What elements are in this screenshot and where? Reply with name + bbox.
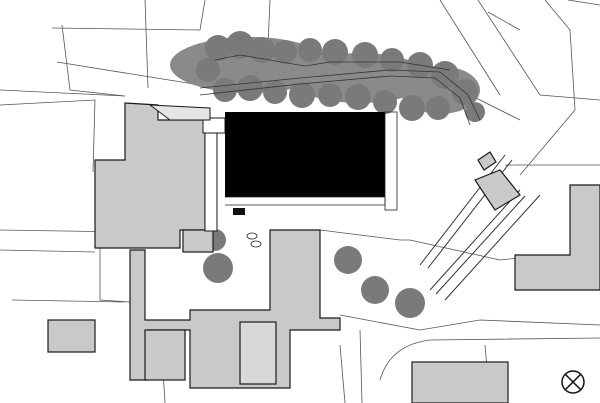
- tree: [465, 102, 485, 122]
- tree: [373, 90, 397, 114]
- building: [144, 329, 186, 381]
- walkway-segment: [148, 104, 211, 121]
- north-circle: [561, 370, 585, 394]
- building: [239, 321, 277, 385]
- parcel-line: [99, 225, 131, 303]
- parcel-line: [51, 0, 206, 31]
- tree: [226, 31, 254, 59]
- rail-line: [435, 195, 526, 295]
- parcel-line: [359, 329, 363, 403]
- tree: [334, 246, 362, 274]
- tree: [205, 35, 231, 61]
- parcel-line: [477, 0, 600, 101]
- building: [47, 319, 96, 353]
- parcel-line: [0, 89, 126, 97]
- parcel-line: [469, 94, 521, 121]
- hall-frame-line: [384, 111, 398, 211]
- tree: [289, 82, 315, 108]
- parcel-line: [519, 0, 576, 176]
- tree: [380, 48, 404, 72]
- building: [474, 169, 521, 211]
- parcel-line: [0, 249, 96, 253]
- walkway: [148, 104, 226, 232]
- footpath: [199, 54, 481, 126]
- tree: [196, 58, 220, 82]
- parking-mark: [246, 232, 258, 240]
- parcel-line: [11, 299, 126, 303]
- main-hall: [225, 111, 398, 215]
- tree: [352, 42, 378, 68]
- tree: [426, 96, 450, 120]
- parcel-line: [567, 0, 600, 6]
- building: [411, 361, 509, 403]
- tree: [203, 253, 233, 283]
- parcel-line: [56, 61, 201, 86]
- building: [477, 151, 497, 171]
- parking-mark: [250, 240, 262, 248]
- tree: [395, 288, 425, 318]
- parcel-line: [267, 0, 271, 46]
- rail-line: [429, 189, 521, 291]
- building: [94, 102, 206, 249]
- tree: [452, 79, 478, 105]
- tree: [273, 40, 297, 64]
- tree: [345, 84, 371, 110]
- tree: [298, 38, 322, 62]
- hall-annex: [233, 208, 245, 215]
- parcel-line: [379, 337, 600, 381]
- tree: [263, 80, 287, 104]
- hall-frame: [225, 111, 398, 211]
- north-cross: [564, 373, 582, 391]
- parcel-line: [339, 344, 346, 403]
- hall-roof: [225, 112, 385, 197]
- parcel-line: [439, 0, 501, 96]
- tree: [213, 78, 237, 102]
- parcel-line: [0, 99, 96, 173]
- walkway-segment: [204, 132, 218, 232]
- parcel-line: [61, 24, 126, 97]
- parcel-line: [487, 11, 521, 31]
- building: [182, 229, 214, 253]
- tree: [249, 37, 275, 63]
- parking-marks: [246, 232, 262, 248]
- tree: [322, 39, 348, 65]
- footpath-line: [214, 54, 451, 71]
- hall-frame-line: [225, 196, 386, 206]
- parcel-line: [319, 229, 410, 241]
- buildings: [47, 102, 600, 403]
- tree: [399, 95, 425, 121]
- rail-line: [444, 194, 541, 301]
- parcel-line: [339, 314, 600, 331]
- footpath-line: [199, 75, 471, 126]
- parcel-line: [144, 0, 149, 89]
- tree: [318, 83, 342, 107]
- tree: [361, 276, 389, 304]
- circle-x-icon: [561, 370, 585, 394]
- building: [514, 184, 600, 291]
- footpath-line: [199, 69, 481, 121]
- tree: [237, 75, 263, 101]
